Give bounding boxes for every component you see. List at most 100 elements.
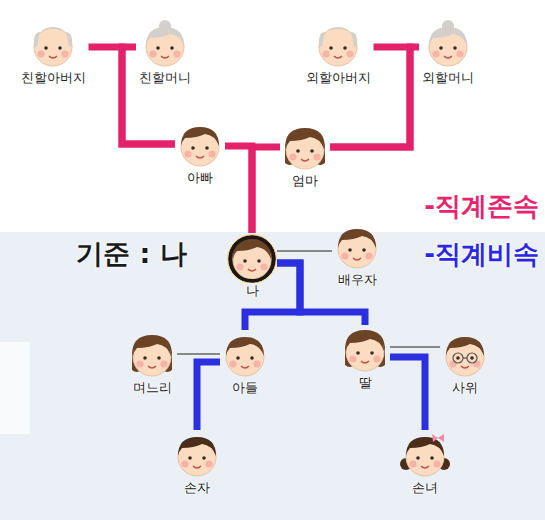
cheek bbox=[160, 360, 167, 367]
cheek bbox=[456, 50, 463, 57]
person-node: 외할머니 bbox=[419, 20, 477, 86]
person-label: 손자 bbox=[184, 480, 210, 496]
eye bbox=[156, 46, 160, 50]
person-face bbox=[423, 20, 473, 70]
glasses-lens bbox=[453, 353, 463, 363]
face-illustration bbox=[226, 337, 264, 376]
person-node: 손녀 bbox=[400, 430, 450, 496]
face-illustration bbox=[178, 437, 216, 476]
eye bbox=[44, 46, 48, 50]
mouth bbox=[421, 466, 429, 468]
mouth bbox=[248, 269, 256, 271]
person-label: 배우자 bbox=[338, 272, 377, 288]
cheek bbox=[181, 460, 188, 467]
cheek bbox=[61, 50, 68, 57]
face-illustration bbox=[338, 229, 376, 268]
face-illustration bbox=[132, 335, 172, 376]
face-illustration bbox=[146, 20, 184, 66]
face-illustration bbox=[34, 27, 72, 66]
hair bbox=[178, 437, 216, 456]
hair bbox=[286, 130, 324, 149]
eye bbox=[310, 149, 314, 153]
background-band bbox=[0, 232, 545, 520]
eye bbox=[470, 356, 474, 360]
cheek bbox=[236, 263, 243, 270]
hair bbox=[34, 27, 72, 47]
cheek bbox=[346, 50, 353, 57]
person-face bbox=[175, 120, 225, 170]
face-illustration bbox=[429, 20, 467, 66]
reference-label: 기준 : 나 bbox=[76, 238, 187, 269]
glasses-bridge bbox=[463, 357, 467, 358]
face-skin bbox=[226, 338, 264, 376]
cheek bbox=[173, 50, 180, 57]
person-face bbox=[440, 330, 490, 380]
eye bbox=[257, 259, 261, 263]
person-label: 나 bbox=[246, 283, 259, 299]
face-skin bbox=[406, 438, 444, 476]
person-face bbox=[220, 330, 270, 380]
eye bbox=[188, 456, 192, 460]
cheek bbox=[373, 355, 380, 362]
face-illustration bbox=[319, 27, 357, 66]
hair-bow bbox=[432, 434, 444, 442]
eye bbox=[205, 146, 209, 150]
eye bbox=[348, 248, 352, 252]
person-label: 사위 bbox=[452, 380, 478, 396]
eye bbox=[362, 248, 366, 252]
hair bbox=[406, 437, 444, 456]
mouth bbox=[196, 156, 204, 158]
face-skin bbox=[181, 128, 219, 166]
cheek bbox=[205, 460, 212, 467]
eye bbox=[243, 259, 247, 263]
person-node: 며느리 bbox=[127, 330, 177, 396]
person-label: 외할아버지 bbox=[306, 70, 371, 86]
person-node: 딸 bbox=[340, 325, 390, 391]
cheek bbox=[341, 252, 348, 259]
mouth bbox=[241, 366, 249, 368]
cheek bbox=[260, 263, 267, 270]
cheek bbox=[433, 460, 440, 467]
person-node: 엄마 bbox=[280, 123, 330, 189]
person-face bbox=[172, 430, 222, 480]
hair bbox=[446, 337, 484, 356]
person-label: 딸 bbox=[359, 375, 372, 391]
eye bbox=[453, 46, 457, 50]
legend-ascendant: -직계존속 bbox=[424, 192, 539, 222]
cheek bbox=[409, 460, 416, 467]
face-skin bbox=[286, 131, 324, 169]
face-skin bbox=[133, 338, 171, 376]
eye bbox=[191, 146, 195, 150]
person-label: 친할머니 bbox=[139, 70, 191, 86]
person-label: 아들 bbox=[232, 380, 258, 396]
person-label: 엄마 bbox=[292, 173, 318, 189]
mouth bbox=[461, 366, 469, 368]
cheek bbox=[322, 50, 329, 57]
person-face bbox=[28, 20, 78, 70]
person-face bbox=[332, 222, 382, 272]
face-skin bbox=[346, 333, 384, 371]
cheek bbox=[313, 153, 320, 160]
hair bbox=[338, 229, 376, 248]
hair bbox=[319, 27, 357, 47]
person-label: 친할아버지 bbox=[21, 70, 86, 86]
mouth bbox=[444, 56, 452, 58]
cheek bbox=[289, 153, 296, 160]
person-node: 아들 bbox=[220, 330, 270, 396]
cheek bbox=[149, 50, 156, 57]
cheek bbox=[365, 252, 372, 259]
face-skin bbox=[178, 438, 216, 476]
mouth bbox=[301, 159, 309, 161]
hair bbox=[146, 27, 184, 46]
person-face bbox=[280, 123, 330, 173]
eye bbox=[143, 356, 147, 360]
mouth bbox=[334, 56, 342, 58]
lineage-line bbox=[225, 146, 252, 233]
person-label: 아빠 bbox=[187, 170, 213, 186]
background-panel bbox=[0, 342, 30, 434]
spouse-line bbox=[177, 353, 220, 355]
face-illustration bbox=[446, 337, 484, 376]
face-illustration bbox=[345, 330, 385, 371]
face-illustration bbox=[228, 235, 277, 283]
